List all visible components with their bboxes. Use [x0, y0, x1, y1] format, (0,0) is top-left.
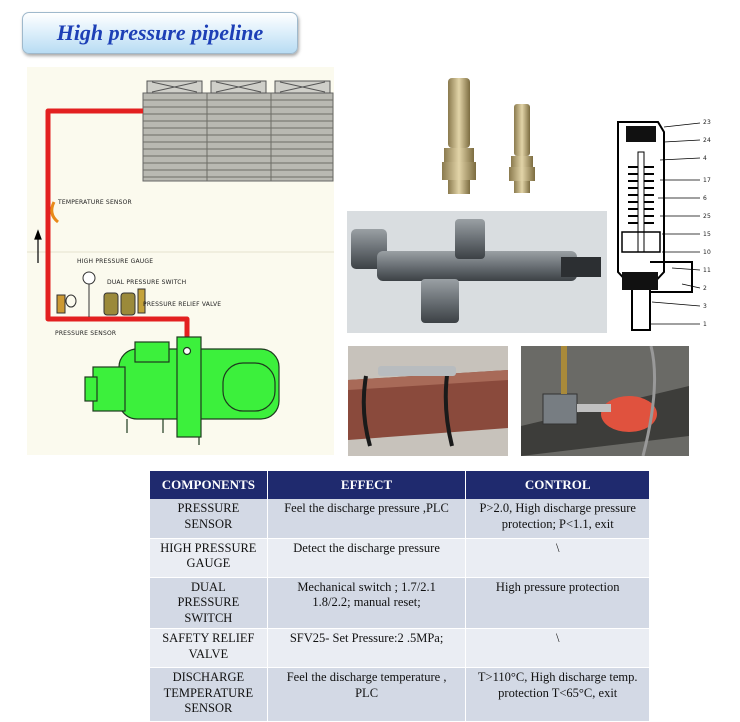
callout-25: 25: [703, 213, 712, 220]
callout-17: 17: [703, 177, 712, 184]
title-banner: High pressure pipeline: [22, 12, 298, 54]
label-pressure-sensor: PRESSURE SENSOR: [55, 330, 117, 337]
effect-cell: Feel the discharge temperature , PLC: [267, 667, 467, 722]
table-row: PRESSURE SENSOR Feel the discharge press…: [150, 499, 650, 539]
temperature-sensor-illustration: [521, 346, 689, 456]
component-cell: DUAL PRESSURE SWITCH: [150, 577, 268, 629]
relief-valves-photo: [428, 72, 558, 204]
temperature-sensor-icon: [50, 201, 59, 224]
compressor: [84, 336, 280, 445]
table-row: SAFETY RELIEF VALVE SFV25- Set Pressure:…: [150, 628, 650, 668]
pipe-sensor-illustration: [348, 346, 508, 456]
components-table: COMPONENTS EFFECT CONTROL PRESSURE SENSO…: [150, 471, 650, 722]
component-cell: SAFETY RELIEF VALVE: [150, 628, 268, 668]
callout-2: 2: [703, 285, 708, 292]
pipeline-schematic: TEMPERATURE SENSOR HIGH PRESSURE GAUGE D…: [27, 67, 334, 455]
control-cell: \: [465, 628, 650, 668]
callout-24: 24: [703, 137, 712, 144]
callout-23: 23: [703, 119, 712, 126]
discharge-pipe: [45, 108, 190, 349]
component-cell: DISCHARGE TEMPERATURE SENSOR: [150, 667, 268, 722]
callout-6: 6: [703, 195, 708, 202]
relief-valves-illustration: [442, 78, 535, 194]
header-control: CONTROL: [465, 471, 650, 499]
callout-3: 3: [703, 303, 708, 310]
table-row: HIGH PRESSURE GAUGE Detect the discharge…: [150, 538, 650, 578]
table-row: DUAL PRESSURE SWITCH Mechanical switch ;…: [150, 577, 650, 629]
control-cell: High pressure protection: [465, 577, 650, 629]
control-cell: \: [465, 538, 650, 578]
header-components: COMPONENTS: [150, 471, 268, 499]
temperature-sensor-photo: [521, 346, 689, 456]
header-effect: EFFECT: [267, 471, 467, 499]
schematic-drawing: [27, 80, 334, 445]
effect-cell: SFV25- Set Pressure:2 .5MPa;: [267, 628, 467, 668]
callout-10: 10: [703, 249, 712, 256]
condenser-coil: [142, 80, 334, 182]
pressure-sensor-photo: [348, 346, 508, 456]
table-header-row: COMPONENTS EFFECT CONTROL: [150, 471, 650, 499]
callout-15: 15: [703, 231, 712, 238]
pressure-devices: [56, 271, 146, 317]
component-cell: PRESSURE SENSOR: [150, 499, 268, 539]
valve-section-drawing: [617, 121, 701, 331]
control-cell: P>2.0, High discharge pressure protectio…: [465, 499, 650, 539]
label-high-pressure-gauge: HIGH PRESSURE GAUGE: [77, 258, 154, 265]
callout-11: 11: [703, 267, 712, 274]
control-cell: T>110°C, High discharge temp. protection…: [465, 667, 650, 722]
callout-1: 1: [703, 321, 708, 328]
flow-arrow: [34, 229, 42, 263]
manifold-illustration: [351, 219, 601, 323]
label-dual-pressure-switch: DUAL PRESSURE SWITCH: [107, 279, 187, 286]
page-title: High pressure pipeline: [56, 20, 264, 45]
callout-4: 4: [703, 155, 708, 162]
component-cell: HIGH PRESSURE GAUGE: [150, 538, 268, 578]
effect-cell: Detect the discharge pressure: [267, 538, 467, 578]
table-row: DISCHARGE TEMPERATURE SENSOR Feel the di…: [150, 667, 650, 722]
valve-cross-section: 23 24 4 17 6 25 15 10 11 2 3 1: [612, 112, 722, 334]
effect-cell: Mechanical switch ; 1.7/2.1 1.8/2.2; man…: [267, 577, 467, 629]
label-temperature-sensor: TEMPERATURE SENSOR: [58, 199, 132, 206]
label-pressure-relief-valve: PRESSURE RELIEF VALVE: [143, 301, 222, 308]
effect-cell: Feel the discharge pressure ,PLC: [267, 499, 467, 539]
pressure-manifold-photo: [347, 211, 607, 333]
